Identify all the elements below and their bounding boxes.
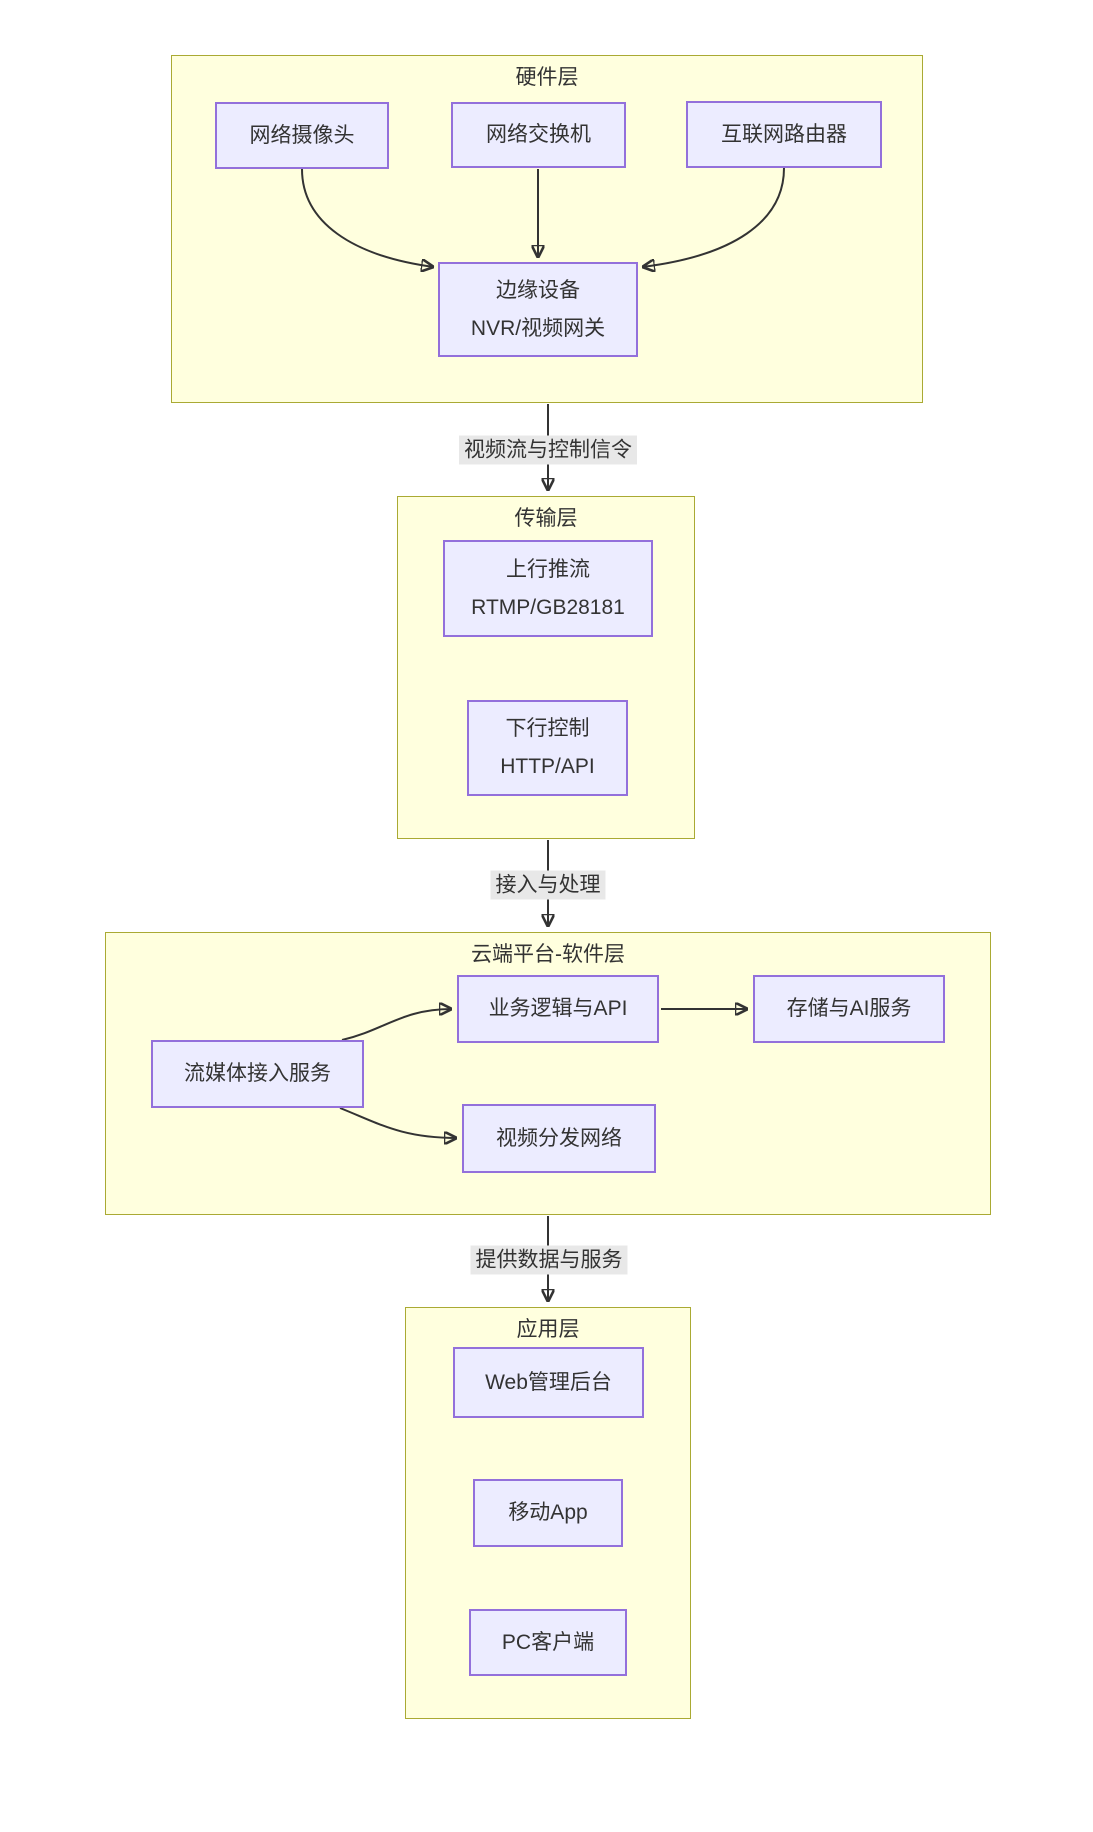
node-downlink-control-line1: 下行控制 bbox=[505, 717, 590, 740]
node-storage-ai-service: 存储与AI服务 bbox=[753, 975, 945, 1043]
node-pc-client: PC客户端 bbox=[469, 1609, 627, 1676]
edge-label-video-stream-control: 视频流与控制信令 bbox=[459, 435, 637, 465]
node-video-distribution-network-label: 视频分发网络 bbox=[496, 1126, 622, 1150]
node-web-admin-console: Web管理后台 bbox=[453, 1347, 644, 1418]
edge-label-access-processing: 接入与处理 bbox=[490, 870, 606, 900]
node-network-switch-label: 网络交换机 bbox=[486, 123, 591, 146]
node-stream-access-service: 流媒体接入服务 bbox=[151, 1040, 364, 1108]
node-uplink-push-line2: RTMP/GB28181 bbox=[471, 595, 625, 619]
edge-router-to-edge-device bbox=[642, 167, 785, 267]
cluster-application-title: 应用层 bbox=[516, 1318, 580, 1341]
node-pc-client-label: PC客户端 bbox=[501, 1630, 595, 1654]
node-network-camera-label: 网络摄像头 bbox=[249, 123, 355, 147]
node-stream-access-service-label: 流媒体接入服务 bbox=[184, 1062, 331, 1085]
node-edge-device-line1: 边缘设备 bbox=[496, 278, 580, 302]
node-internet-router-label: 互联网路由器 bbox=[721, 122, 847, 146]
node-downlink-control: 下行控制 HTTP/API bbox=[467, 700, 628, 796]
edge-stream-access-to-business-api bbox=[341, 1009, 452, 1041]
node-edge-device-line2: NVR/视频网关 bbox=[470, 316, 606, 340]
node-business-logic-api-label: 业务逻辑与API bbox=[488, 997, 628, 1020]
node-uplink-push: 上行推流 RTMP/GB28181 bbox=[443, 540, 653, 637]
node-internet-router: 互联网路由器 bbox=[686, 101, 882, 168]
cluster-cloud-title: 云端平台-软件层 bbox=[471, 943, 625, 966]
node-mobile-app-label: 移动App bbox=[508, 1501, 588, 1524]
node-downlink-control-line2: HTTP/API bbox=[500, 755, 595, 778]
edge-camera-to-edge-device bbox=[301, 168, 434, 267]
cluster-transport-title: 传输层 bbox=[514, 507, 578, 530]
node-network-switch: 网络交换机 bbox=[451, 102, 626, 168]
edge-stream-access-to-video-cdn bbox=[339, 1107, 457, 1138]
node-uplink-push-line1: 上行推流 bbox=[506, 557, 590, 581]
node-business-logic-api: 业务逻辑与API bbox=[457, 975, 659, 1043]
node-storage-ai-service-label: 存储与AI服务 bbox=[786, 997, 912, 1020]
node-mobile-app: 移动App bbox=[473, 1479, 623, 1547]
node-video-distribution-network: 视频分发网络 bbox=[462, 1104, 656, 1173]
edge-label-provide-data-services: 提供数据与服务 bbox=[470, 1245, 628, 1275]
node-network-camera: 网络摄像头 bbox=[215, 102, 389, 169]
node-web-admin-console-label: Web管理后台 bbox=[485, 1370, 612, 1394]
cluster-hardware-title: 硬件层 bbox=[515, 66, 579, 89]
node-edge-device: 边缘设备 NVR/视频网关 bbox=[438, 262, 638, 357]
